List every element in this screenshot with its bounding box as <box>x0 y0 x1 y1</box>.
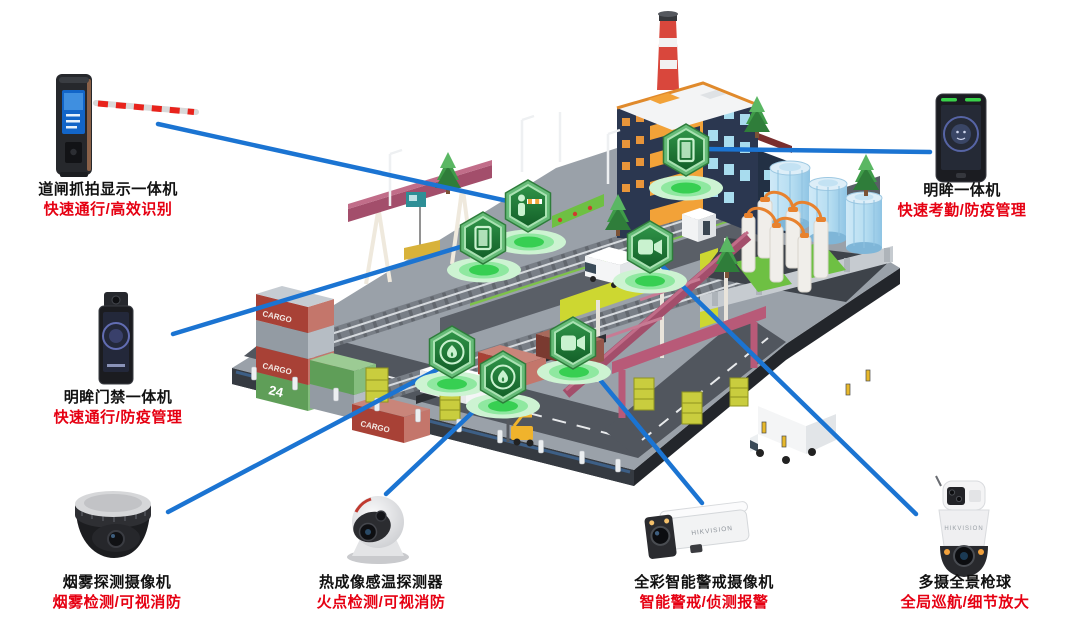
smoke-detect-camera-image <box>75 491 151 558</box>
mingmou-allinone-image <box>935 93 987 183</box>
label-mingmou-allinone: 明眸一体机 快速考勤/防疫管理 <box>832 181 1080 221</box>
device-name: 烟雾探测摄像机 <box>62 574 172 591</box>
device-name: 明眸一体机 <box>923 182 1001 199</box>
container-stacks: 24 CARGO CARGO CARGO <box>256 286 430 443</box>
device-name: 明眸门禁一体机 <box>63 389 173 406</box>
marker-barrier-gate <box>504 179 552 233</box>
marker-entrance-door <box>459 211 507 265</box>
device-feature: 快速通行/防疫管理 <box>53 409 183 426</box>
marker-fire-center <box>479 350 527 404</box>
device-feature: 快速考勤/防疫管理 <box>897 202 1027 219</box>
line-gate-to-barrier <box>155 121 515 205</box>
marker-factory-door <box>662 123 710 177</box>
device-name: 热成像感温探测器 <box>318 574 443 591</box>
line-access-to-door <box>170 241 473 337</box>
label-gate-capture-camera: 道闸抓拍显示一体机 快速通行/高效识别 <box>0 180 238 220</box>
label-thermal-temp-detector: 热成像感温探测器 火点检测/可视消防 <box>251 573 511 613</box>
pallet-stacks <box>365 367 749 425</box>
marker-video-south <box>549 316 597 370</box>
device-feature: 全局巡航/细节放大 <box>900 594 1030 611</box>
device-feature: 快速通行/高效识别 <box>43 201 173 218</box>
label-multi-lens-panoramic-ptz: 多摄全景枪球 全局巡航/细节放大 <box>835 573 1080 613</box>
storage-tanks <box>769 160 883 254</box>
mingmou-access-control-image <box>98 292 134 385</box>
guard-booth <box>682 208 716 242</box>
full-color-alert-camera-image: HIKVISION <box>644 501 750 559</box>
light-poles <box>388 112 621 206</box>
edge-bollards <box>251 366 871 473</box>
device-feature: 火点检测/可视消防 <box>316 594 446 611</box>
line-ptz-to-video <box>655 259 919 517</box>
label-mingmou-access-control: 明眸门禁一体机 快速通行/防疫管理 <box>0 388 248 428</box>
process-columns <box>735 190 846 293</box>
multi-lens-panoramic-ptz-image: HIKVISION <box>935 475 990 577</box>
marker-video-east <box>626 220 674 274</box>
device-feature: 烟雾检测/可视消防 <box>52 594 182 611</box>
gate-capture-camera-image <box>56 74 199 177</box>
device-name: 多摄全景枪球 <box>918 574 1012 591</box>
device-name: 全彩智能警戒摄像机 <box>634 574 774 591</box>
label-full-color-alert-camera: 全彩智能警戒摄像机 智能警戒/侦测报警 <box>574 573 834 613</box>
line-fullcolor-to-video <box>579 355 705 506</box>
device-name: 道闸抓拍显示一体机 <box>38 181 178 198</box>
thermal-temp-detector-image <box>347 496 409 564</box>
device-feature: 智能警戒/侦测报警 <box>639 594 769 611</box>
brand-text: HIKVISION <box>944 526 983 532</box>
container-number-text: 24 <box>267 382 285 400</box>
line-smoke-to-fire <box>165 363 447 515</box>
line-mingmou-to-factory <box>700 146 933 155</box>
marker-fire-west <box>428 325 476 379</box>
label-smoke-detect-camera: 烟雾探测摄像机 烟雾检测/可视消防 <box>0 573 247 613</box>
